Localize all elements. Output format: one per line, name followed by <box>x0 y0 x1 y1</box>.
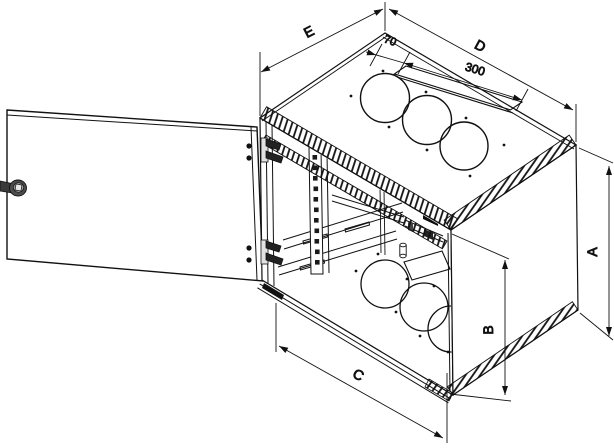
side-panel <box>446 143 579 397</box>
top-right-vent-strip <box>443 134 577 231</box>
floor-screw-holes <box>354 252 450 354</box>
dim-70: 70 <box>365 33 405 64</box>
dim-a: A <box>584 166 612 336</box>
top-screw-holes <box>349 69 506 178</box>
dim-label-b: B <box>480 325 496 334</box>
open-door <box>0 109 264 282</box>
top-fan-cutouts <box>359 72 489 171</box>
cable-slot-top <box>393 65 524 114</box>
hinge-bottom <box>260 239 284 266</box>
dim-300: 300 <box>403 59 523 101</box>
dim-label-a: A <box>584 247 600 257</box>
floor-cable-cutouts <box>354 250 452 354</box>
dim-b: B <box>480 260 508 395</box>
dim-label-e: E <box>301 22 317 40</box>
side-mounting-rails <box>277 202 404 276</box>
cabinet-body <box>257 32 579 404</box>
side-bottom-vent-strip <box>446 301 579 396</box>
grounding-stud <box>399 242 407 259</box>
hinge-top <box>260 137 284 164</box>
dim-label-d: D <box>472 36 489 55</box>
cabinet-top-face <box>258 32 578 231</box>
dim-label-300: 300 <box>464 60 488 79</box>
door-hinge-screws <box>246 143 252 263</box>
dim-label-c: C <box>350 365 367 384</box>
door-lock <box>0 179 27 197</box>
dim-label-70: 70 <box>382 33 398 48</box>
bottom-front-bevel <box>257 283 454 404</box>
rear-rail <box>379 187 386 256</box>
